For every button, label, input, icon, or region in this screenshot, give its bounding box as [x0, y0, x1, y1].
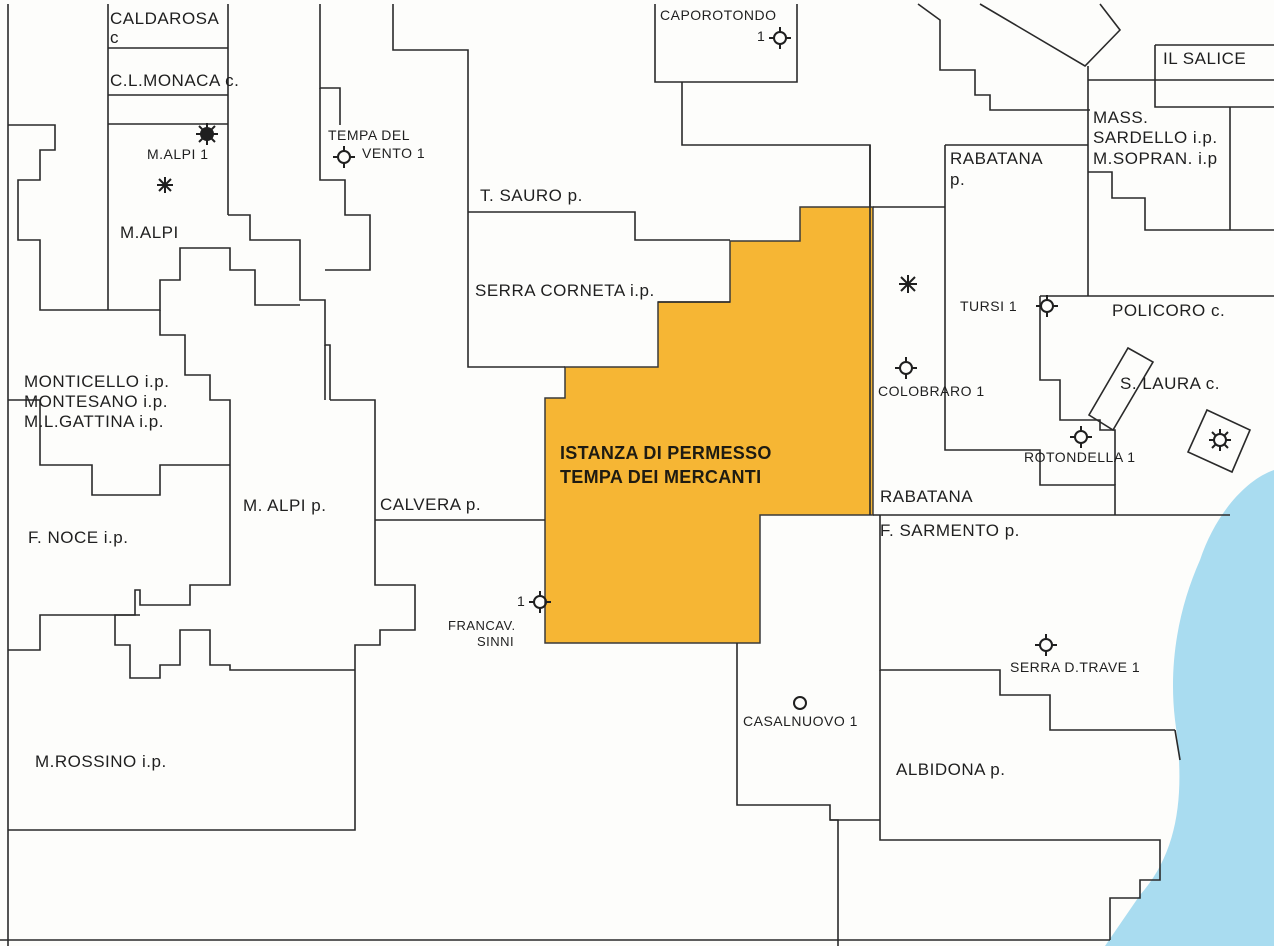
label-tursi-1: TURSI 1	[960, 298, 1018, 314]
label-policoro: POLICORO c.	[1112, 301, 1226, 320]
label-tempa-del: TEMPA DEL	[328, 127, 411, 143]
permit-area	[544, 206, 874, 644]
label-ml-gattina: M.L.GATTINA i.p.	[24, 412, 164, 431]
tempa-del-vento-well-icon	[333, 146, 355, 168]
label-m-alpi-1: M.ALPI 1	[147, 146, 209, 162]
label-rabatana-p: RABATANA	[950, 149, 1044, 168]
label-f-noce: F. NOCE i.p.	[28, 528, 129, 547]
label-vento-1: VENTO 1	[362, 145, 426, 161]
label-m-rossino: M.ROSSINO i.p.	[35, 752, 167, 771]
label-caldarosa: CALDAROSA	[110, 9, 220, 28]
francavilla-well-icon	[529, 591, 551, 613]
sea	[1105, 470, 1274, 946]
m-alpi-asterisk-icon	[157, 177, 173, 193]
label-mass: MASS.	[1093, 108, 1149, 127]
label-serra-corneta: SERRA CORNETA i.p.	[475, 281, 655, 300]
label-m-alpi-p: M. ALPI p.	[243, 496, 327, 515]
caporotondo-well-icon	[769, 27, 791, 49]
label-serra-d-trave: SERRA D.TRAVE 1	[1010, 659, 1141, 675]
label-m-alpi: M.ALPI	[120, 223, 179, 242]
permit-title-line1: ISTANZA DI PERMESSO	[560, 443, 772, 463]
permit-title-line2: TEMPA DEI MERCANTI	[560, 467, 762, 487]
s-laura-well-icon	[1209, 429, 1231, 451]
m-alpi-1-well-icon	[196, 123, 218, 145]
label-rabatana: RABATANA	[880, 487, 974, 506]
label-il-salice: IL SALICE	[1163, 49, 1247, 68]
concession-boundaries	[0, 3, 1274, 946]
serra-d-trave-well-icon	[1035, 634, 1057, 656]
label-casalnuovo: CASALNUOVO 1	[743, 713, 858, 729]
label-sinni: SINNI	[477, 634, 515, 649]
label-caldarosa-c: c	[110, 28, 119, 47]
label-caporotondo-1: 1	[757, 28, 766, 44]
label-calvera: CALVERA p.	[380, 495, 482, 514]
label-colobraro-1: COLOBRARO 1	[878, 383, 985, 399]
well-symbols	[157, 27, 1231, 710]
label-cl-monaca: C.L.MONACA c.	[110, 71, 240, 90]
casalnuovo-well-icon	[793, 696, 807, 710]
label-caporotondo: CAPOROTONDO	[660, 7, 777, 23]
label-sardello: SARDELLO i.p.	[1093, 128, 1218, 147]
tursi-1-well-icon	[1036, 295, 1058, 317]
label-francav: FRANCAV.	[448, 618, 516, 633]
label-albidona: ALBIDONA p.	[896, 760, 1006, 779]
label-montesano: MONTESANO i.p.	[24, 392, 168, 411]
label-f-sarmento: F. SARMENTO p.	[880, 521, 1020, 540]
label-m-sopran: M.SOPRAN. i.p	[1093, 149, 1218, 168]
label-francav-1: 1	[517, 593, 526, 609]
label-monticello: MONTICELLO i.p.	[24, 372, 170, 391]
rotondella-1-well-icon	[1070, 426, 1092, 448]
colobraro-asterisk-icon	[899, 275, 917, 293]
label-t-sauro: T. SAURO p.	[480, 186, 583, 205]
colobraro-1-well-icon	[895, 357, 917, 379]
label-s-laura: S. LAURA c.	[1120, 374, 1220, 393]
label-rotondella-1: ROTONDELLA 1	[1024, 449, 1136, 465]
label-rabatana-p2: p.	[950, 170, 966, 189]
